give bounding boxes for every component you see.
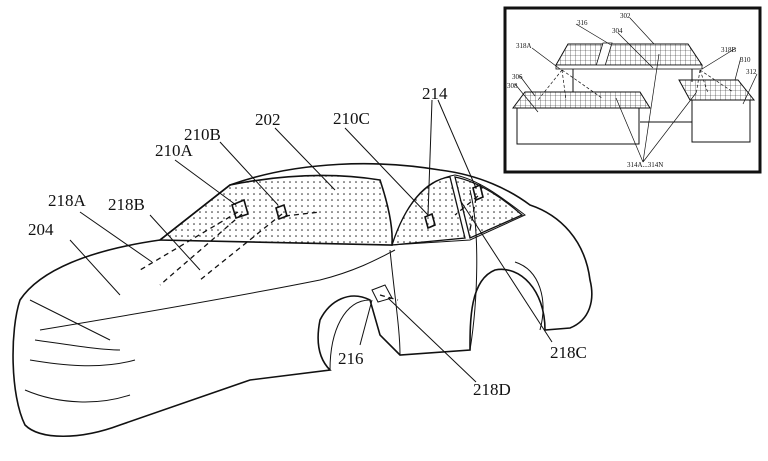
fov-218a (139, 211, 243, 286)
camera-214b (472, 183, 484, 202)
label-310: 310 (740, 56, 751, 64)
rear-wheel-arch (514, 261, 544, 331)
rear-window (454, 176, 524, 239)
label-210a: 210A (155, 141, 194, 160)
label-302: 302 (620, 12, 631, 20)
label-216: 216 (338, 349, 364, 368)
front-wheel-arch (329, 299, 371, 371)
inset-figure: 302 316 304 318A 318B 310 312 306 308 31… (503, 6, 762, 174)
label-210b: 210B (184, 125, 221, 144)
solar-panel-302 (555, 43, 703, 66)
leader-lines (69, 99, 553, 383)
label-218a: 218A (48, 191, 87, 210)
label-314: 314A...314N (627, 161, 663, 169)
label-204: 204 (28, 220, 54, 239)
label-304: 304 (612, 27, 623, 35)
label-202: 202 (255, 110, 281, 129)
inset-fov (537, 69, 734, 101)
fov-218b (199, 211, 321, 281)
label-218c: 218C (550, 343, 587, 362)
label-210c: 210C (333, 109, 370, 128)
label-308: 308 (507, 82, 518, 90)
label-306: 306 (512, 73, 523, 81)
label-218b: 218B (108, 195, 145, 214)
car-drawing: 210B 202 210C 214 210A 218A 218B 204 216… (12, 84, 593, 437)
building-312 (691, 99, 751, 143)
label-318a: 318A (516, 42, 532, 50)
canopy-edge (555, 64, 703, 70)
car-outline (12, 162, 593, 437)
grille (24, 359, 136, 403)
label-318b: 318B (721, 46, 737, 54)
headlight (29, 299, 121, 351)
label-312: 312 (746, 68, 757, 76)
camera-214a (424, 212, 436, 230)
building-308 (516, 107, 640, 145)
solar-roof-306 (512, 91, 651, 109)
label-316: 316 (577, 19, 588, 27)
fov-218c (454, 195, 479, 231)
label-218d: 218D (473, 380, 511, 399)
label-214: 214 (422, 84, 448, 103)
inset-leaders (514, 17, 758, 163)
fov-218d (379, 294, 399, 301)
hood-line (39, 249, 396, 331)
